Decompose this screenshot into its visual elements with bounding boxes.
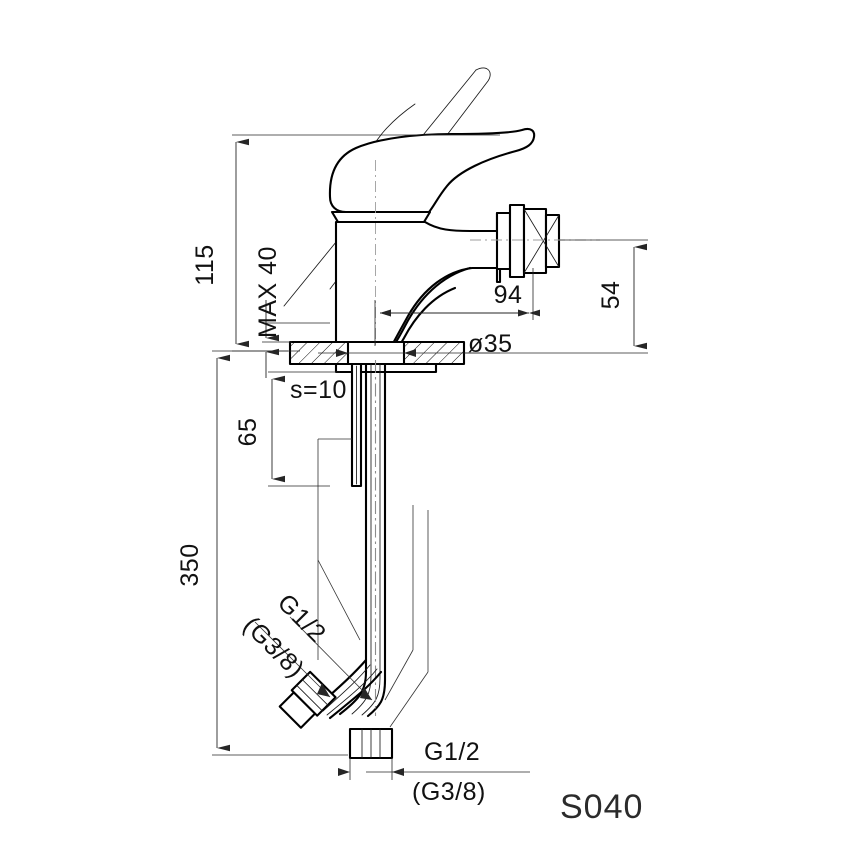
dimension-height-115: 115 — [191, 134, 500, 352]
dimension-rod-65: 65 — [234, 371, 340, 487]
lever-handle — [328, 127, 536, 214]
dim-label-dia35: ø35 — [468, 330, 513, 358]
dimension-height-54: 54 — [465, 239, 648, 354]
dim-label-54: 54 — [597, 281, 625, 310]
callout-tail-thread: G1/2 (G3/8) — [338, 738, 530, 806]
dim-label-max40: MAX 40 — [254, 246, 282, 338]
cartridge-body — [334, 211, 502, 353]
hose-nut — [278, 670, 337, 729]
deck-plate — [288, 340, 466, 374]
dimension-s-10: s=10 — [290, 376, 347, 404]
dim-label-350: 350 — [176, 543, 204, 586]
cartridge-collar — [330, 210, 432, 224]
dimension-total-350: 350 — [176, 350, 348, 756]
aerator — [495, 203, 561, 279]
dimension-max-40: MAX 40 — [254, 246, 330, 378]
dimension-diameter-35: ø35 — [318, 330, 513, 358]
tail-nut — [348, 727, 394, 760]
leader-lines — [317, 438, 429, 728]
callout-tail-g12: G1/2 — [424, 738, 480, 766]
mounting-rod — [350, 362, 363, 488]
model-label: S040 — [560, 788, 643, 826]
dimension-reach-94: 94 — [374, 268, 540, 346]
callout-tail-g38: (G3/8) — [412, 778, 486, 806]
dim-label-115: 115 — [191, 244, 219, 285]
dim-label-94: 94 — [494, 281, 523, 309]
dim-label-65: 65 — [234, 418, 262, 447]
dim-label-s10: s=10 — [290, 376, 347, 404]
